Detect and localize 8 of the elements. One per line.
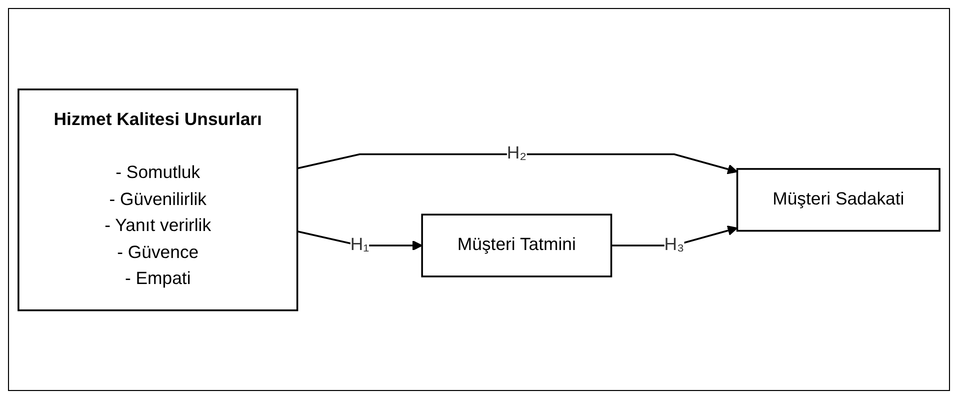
node-box (421, 213, 612, 277)
node-box (736, 168, 940, 232)
edge-label: H₃ (664, 234, 684, 254)
edge-label: H₁ (350, 234, 370, 254)
diagram-frame: H₂ H₁ H₃ Hizmet Kalitesi Unsurları - Somutluk - Güvenilirlik - Yanıt verirlik - Güvence - Empati Müşteri Tatmini Müşteri Sadakati (8, 8, 950, 391)
arrow (297, 152, 738, 174)
node-box (18, 88, 298, 311)
edge-label: H₂ (506, 142, 526, 163)
